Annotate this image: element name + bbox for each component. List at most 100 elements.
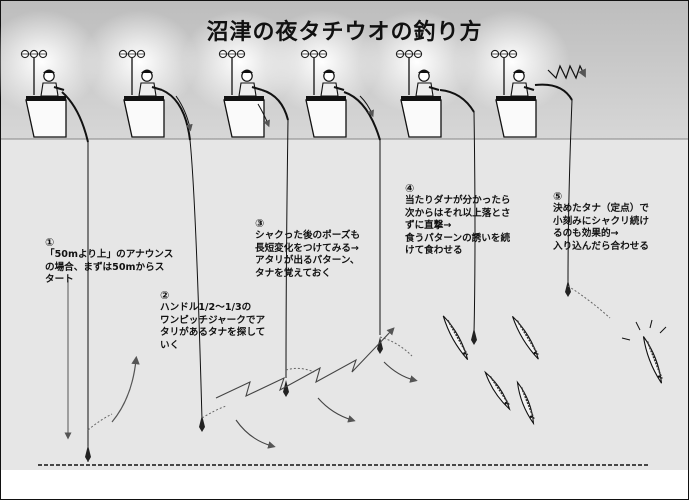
angler-body bbox=[415, 82, 434, 97]
angler-cap bbox=[418, 69, 430, 73]
angler-cap bbox=[513, 69, 525, 73]
step-5-line-4: 入り込んだら合わせる bbox=[553, 240, 649, 252]
step-5-line-1: 決めたタナ（定点）で bbox=[553, 203, 649, 214]
zigzag-jerk-arrow bbox=[215, 327, 395, 399]
step-1-line-1: 「50mより上」のアナウンス bbox=[45, 249, 174, 260]
step-4-line-2: 次からはそれ以上落とさ bbox=[405, 207, 511, 219]
jig-lure bbox=[377, 337, 383, 354]
strike-mark bbox=[659, 326, 667, 334]
step-5-number: ⑤ bbox=[553, 190, 563, 203]
shake-arrow bbox=[547, 64, 586, 80]
step-2-line-1: ハンドル1/2〜1/3の bbox=[160, 302, 252, 313]
fish-body bbox=[642, 336, 663, 384]
fishing-line bbox=[285, 119, 289, 379]
angler-body bbox=[238, 82, 257, 97]
step-4: ④ 当たりダナが分かったら 次からはそれ以上落とさ ずに直撃→ 食うパターンの誘… bbox=[405, 182, 545, 258]
step-4-line-1: 当たりダナが分かったら bbox=[405, 195, 511, 206]
fishing-scene bbox=[61, 64, 667, 462]
step-2: ② ハンドル1/2〜1/3の ワンピッチジャークでア タリがあるタナを探して い… bbox=[160, 289, 288, 352]
boat-panel bbox=[118, 49, 165, 138]
step-4-line-3: ずに直撃→ bbox=[405, 220, 452, 231]
lamp-glow bbox=[359, 10, 475, 114]
jig-lure bbox=[85, 445, 91, 462]
jig-lure bbox=[199, 415, 205, 432]
step-1: ① 「50mより上」のアナウンス の場合、まずは50mからス タート bbox=[45, 236, 195, 287]
boat-panel bbox=[490, 49, 537, 138]
fish-fin bbox=[489, 375, 510, 406]
rod-arrow bbox=[359, 95, 374, 118]
jig-lure bbox=[471, 328, 477, 345]
rod-arrow bbox=[257, 103, 270, 128]
angler-body bbox=[138, 82, 157, 97]
pause-arrow bbox=[317, 397, 356, 423]
lure-trail bbox=[201, 405, 227, 419]
strike-mark bbox=[635, 321, 641, 331]
fishing-rod bbox=[61, 91, 89, 143]
boat-panel bbox=[395, 49, 442, 138]
below-seabed bbox=[1, 470, 688, 499]
fishing-line bbox=[567, 99, 573, 284]
angler-cap bbox=[43, 69, 55, 73]
boat-panel bbox=[218, 49, 265, 138]
lure-trail bbox=[567, 285, 611, 319]
cutlassfish bbox=[442, 315, 469, 360]
step-3: ③ シャクった後のポーズも 長短変化をつけてみる→ アタリが出るパターン、 タナ… bbox=[255, 217, 383, 280]
fishing-line bbox=[189, 139, 203, 421]
step-3-line-2: 長短変化をつけてみる→ bbox=[255, 242, 359, 254]
fish-fin bbox=[447, 319, 469, 356]
boat-gunwale bbox=[496, 96, 536, 101]
angler-cap bbox=[241, 69, 253, 73]
lamp-glow bbox=[82, 10, 198, 114]
pause-arrow bbox=[235, 419, 276, 449]
fishing-rod bbox=[261, 89, 289, 121]
angler-arm bbox=[53, 86, 65, 91]
lamp-glow bbox=[182, 10, 298, 114]
angler-body bbox=[510, 82, 529, 97]
fish-fin bbox=[516, 320, 539, 356]
step-3-line-3: アタリが出るパターン、 bbox=[255, 255, 360, 266]
boat-gunwale bbox=[124, 96, 164, 101]
lamp-glow bbox=[0, 10, 100, 114]
angler-arm bbox=[523, 86, 535, 91]
angler-arm bbox=[151, 86, 163, 91]
boats bbox=[20, 49, 537, 138]
fish-body bbox=[511, 315, 539, 360]
fish-body bbox=[442, 315, 469, 360]
lamp-glow bbox=[454, 10, 570, 114]
fish-fin bbox=[520, 386, 535, 420]
step-3-line-1: シャクった後のポーズも bbox=[255, 230, 361, 241]
boat-gunwale bbox=[401, 96, 441, 101]
step-1-line-3: タート bbox=[45, 274, 74, 285]
jig-lure bbox=[565, 280, 571, 297]
cutlassfish bbox=[642, 336, 663, 384]
sea bbox=[1, 139, 688, 470]
fishing-rod bbox=[343, 91, 381, 141]
angler-arm bbox=[333, 86, 345, 91]
pause-arrow bbox=[383, 361, 418, 383]
jig-lure bbox=[283, 380, 289, 397]
boat-gunwale bbox=[26, 96, 66, 101]
fishing-line bbox=[473, 111, 476, 335]
fish-fin bbox=[646, 341, 663, 379]
step-4-number: ④ bbox=[405, 182, 415, 195]
step-4-line-5: けて食わせる bbox=[405, 245, 463, 256]
step-1-number: ① bbox=[45, 236, 55, 249]
step-4-line-4: 食うパターンの誘いを続 bbox=[405, 232, 511, 244]
step-2-line-4: いく bbox=[160, 339, 180, 351]
fishing-rod bbox=[161, 89, 191, 141]
lamp-glow bbox=[264, 10, 380, 114]
lamp-glows bbox=[0, 10, 570, 114]
fishing-rod bbox=[439, 89, 475, 113]
step-5-line-3: るのも効果的→ bbox=[553, 228, 619, 239]
page-title: 沼津の夜タチウオの釣り方 bbox=[206, 20, 483, 45]
fish-eye bbox=[533, 351, 537, 355]
fish-eye bbox=[529, 415, 533, 418]
fishing-rod bbox=[534, 83, 573, 101]
cutlassfish bbox=[484, 370, 511, 411]
strike-mark bbox=[649, 319, 653, 329]
step-1-line-2: の場合、まずは50mからス bbox=[45, 261, 165, 273]
step-3-number: ③ bbox=[255, 217, 265, 230]
cutlassfish bbox=[511, 315, 539, 360]
